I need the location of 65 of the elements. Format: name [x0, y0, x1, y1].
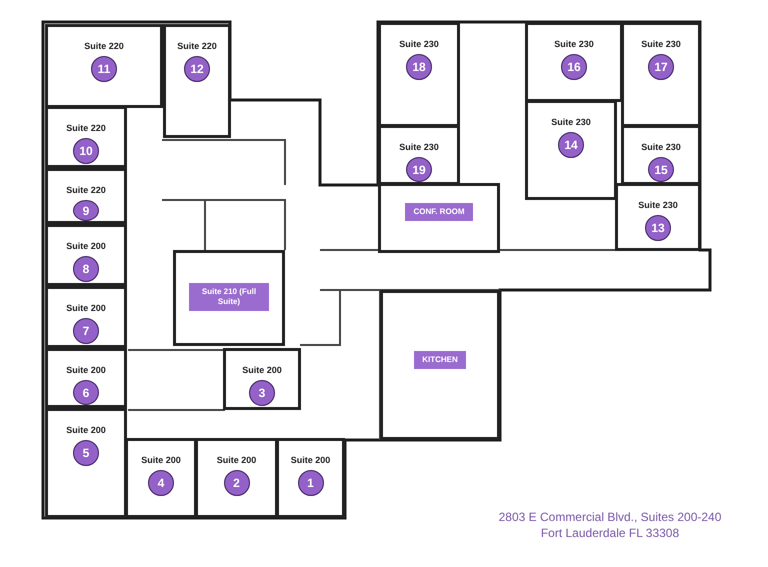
- suite-label: Suite 230: [641, 142, 681, 153]
- suite-label: Suite 220: [177, 41, 217, 52]
- suite-label: Suite 200: [66, 241, 106, 252]
- room-number-badge: 9: [73, 200, 99, 221]
- suite-label: Suite 220: [84, 41, 124, 52]
- address-text: 2803 E Commercial Blvd., Suites 200-240: [498, 510, 722, 524]
- room-number-badge: 17: [648, 54, 674, 80]
- room-number-badge: 5: [73, 440, 99, 466]
- room-number-badge: 16: [561, 54, 587, 80]
- room-number-badge: 12: [184, 56, 210, 82]
- room-number-badge: 1: [298, 470, 324, 496]
- suite-label: Suite 230: [551, 117, 591, 128]
- room-outline: [223, 348, 301, 410]
- room-outline: [45, 106, 127, 168]
- room-outline: [276, 438, 345, 518]
- room-outline: [125, 438, 197, 518]
- room-number-badge: 7: [73, 318, 99, 344]
- room-number-badge: 2: [224, 470, 250, 496]
- suite-label: Suite 200: [66, 425, 106, 436]
- room-outline: [380, 290, 500, 440]
- suite-label: Suite 220: [66, 123, 106, 134]
- suite-label: Suite 200: [66, 303, 106, 314]
- room-number-badge: 8: [73, 256, 99, 282]
- room-outline: [615, 183, 701, 251]
- room-number-badge: 6: [73, 380, 99, 405]
- suite-label: Suite 200: [141, 455, 181, 466]
- suite-label: Suite 230: [399, 39, 439, 50]
- room-outline: [525, 22, 623, 102]
- room-name-label: CONF. ROOM: [405, 203, 473, 221]
- room-outline: [173, 250, 285, 346]
- suite-label: Suite 230: [399, 142, 439, 153]
- room-outline: [45, 24, 163, 108]
- suite-label: Suite 230: [641, 39, 681, 50]
- room-outline: [45, 286, 127, 348]
- room-outline: [45, 348, 127, 408]
- suite-label: Suite 200: [66, 365, 106, 376]
- suite-label: Suite 230: [638, 200, 678, 211]
- room-number-badge: 14: [558, 132, 584, 158]
- room-outline: [378, 183, 500, 253]
- room-outline: [45, 168, 127, 224]
- room-outline: [378, 125, 460, 185]
- room-number-badge: 13: [645, 215, 671, 241]
- room-number-badge: 15: [648, 157, 674, 182]
- room-name-label: Suite 210 (Full Suite): [189, 283, 269, 311]
- room-number-badge: 11: [91, 56, 117, 82]
- address-text: Fort Lauderdale FL 33308: [540, 526, 680, 540]
- room-outline: [45, 408, 127, 518]
- suite-label: Suite 220: [66, 185, 106, 196]
- room-name-label: KITCHEN: [414, 351, 466, 369]
- suite-label: Suite 200: [216, 455, 256, 466]
- room-outline: [163, 24, 231, 138]
- suite-label: Suite 200: [290, 455, 330, 466]
- room-outline: [378, 22, 460, 127]
- room-outline: [525, 100, 617, 200]
- room-number-badge: 19: [406, 157, 432, 182]
- room-number-badge: 3: [249, 380, 275, 406]
- room-number-badge: 10: [73, 138, 99, 164]
- suite-label: Suite 230: [554, 39, 594, 50]
- room-outline: [45, 224, 127, 286]
- room-outline: [621, 22, 701, 127]
- room-number-badge: 18: [406, 54, 432, 80]
- room-outline: [621, 125, 701, 185]
- room-outline: [195, 438, 278, 518]
- suite-label: Suite 200: [242, 365, 282, 376]
- room-number-badge: 4: [148, 470, 174, 496]
